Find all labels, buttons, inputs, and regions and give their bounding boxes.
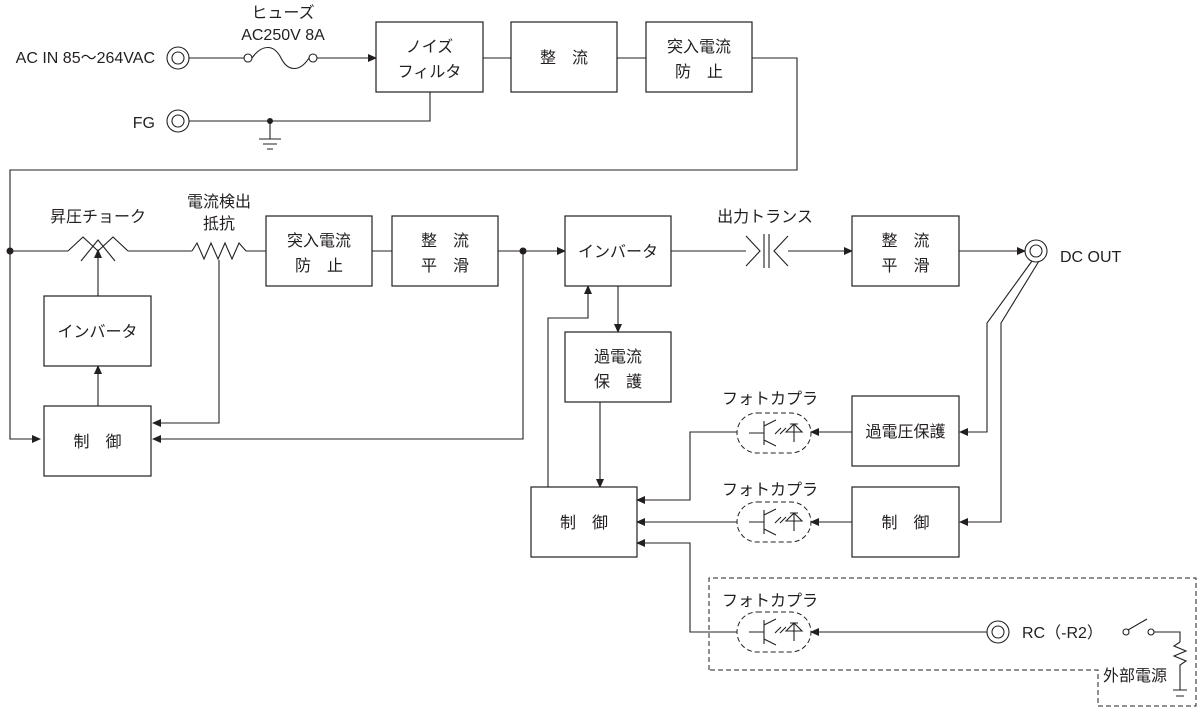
rectify-smooth-block-1 bbox=[391, 215, 499, 287]
rc-terminal bbox=[986, 620, 1010, 644]
fuse-label: ヒューズ bbox=[251, 4, 314, 22]
pfc-control-label: 制 御 bbox=[73, 433, 121, 451]
inrush-2-line2: 防 止 bbox=[295, 257, 343, 275]
overvoltage-label: 過電圧保護 bbox=[865, 423, 945, 441]
main-inverter-block bbox=[564, 215, 672, 287]
overcurrent-line1: 過電流 bbox=[594, 348, 642, 366]
rectify-smooth-2-line1: 整 流 bbox=[881, 232, 929, 250]
feedback-control-block bbox=[851, 486, 960, 558]
inrush-2-line1: 突入電流 bbox=[287, 232, 351, 250]
remote-region-outline bbox=[708, 577, 1197, 707]
photocoupler-2-symbol bbox=[736, 501, 812, 543]
inrush-block-2 bbox=[265, 215, 373, 287]
rectify-smooth-1-line1: 整 流 bbox=[421, 232, 469, 250]
photocoupler-1-label: フォトカプラ bbox=[722, 390, 818, 408]
ground-symbol bbox=[259, 121, 281, 150]
fg-terminal bbox=[166, 109, 190, 133]
fuse-rating-label: AC250V 8A bbox=[241, 27, 325, 44]
overcurrent-block bbox=[564, 331, 672, 403]
external-power-label: 外部電源 bbox=[1103, 667, 1167, 685]
sense-resistor-symbol bbox=[191, 241, 247, 261]
external-switch-symbol bbox=[1122, 618, 1188, 697]
rectify-smooth-1-line2: 平 滑 bbox=[421, 257, 469, 275]
rectify-smooth-block-2 bbox=[851, 215, 960, 287]
noise-filter-block bbox=[375, 21, 484, 93]
photocoupler-1-symbol bbox=[736, 412, 812, 454]
overvoltage-block bbox=[851, 395, 960, 467]
sense-resistor-line2: 抵抗 bbox=[203, 215, 235, 233]
photocoupler-2-label: フォトカプラ bbox=[722, 481, 818, 499]
main-control-block bbox=[530, 486, 638, 558]
fg-label: FG bbox=[133, 115, 155, 132]
dc-out-terminal bbox=[1024, 239, 1048, 263]
rectifier-block bbox=[510, 21, 618, 93]
output-transformer-symbol bbox=[745, 234, 789, 268]
photocoupler-3-symbol bbox=[736, 611, 812, 653]
noise-filter-line1: ノイズ bbox=[406, 38, 454, 56]
boost-choke-label: 昇圧チョーク bbox=[50, 208, 146, 226]
pfc-control-block bbox=[43, 405, 152, 477]
photocoupler-3-label: フォトカプラ bbox=[722, 592, 818, 610]
pfc-inverter-label: インバータ bbox=[57, 323, 137, 341]
dc-out-label: DC OUT bbox=[1060, 249, 1122, 266]
rectifier-label: 整 流 bbox=[540, 49, 588, 67]
pfc-inverter-block bbox=[43, 295, 152, 367]
inrush-block-1 bbox=[645, 21, 753, 93]
output-transformer-label: 出力トランス bbox=[717, 208, 813, 226]
main-inverter-label: インバータ bbox=[578, 243, 658, 261]
overcurrent-line2: 保 護 bbox=[594, 373, 642, 391]
inrush-1-line2: 防 止 bbox=[675, 63, 723, 81]
inrush-1-line1: 突入電流 bbox=[667, 38, 731, 56]
sense-resistor-line1: 電流検出 bbox=[187, 193, 251, 211]
noise-filter-line2: フィルタ bbox=[398, 63, 462, 81]
rectify-smooth-2-line2: 平 滑 bbox=[881, 257, 929, 275]
main-control-label: 制 御 bbox=[560, 514, 608, 532]
ac-in-label: AC IN 85～264VAC bbox=[16, 50, 155, 67]
ac-in-terminal bbox=[166, 46, 190, 70]
fuse-symbol bbox=[243, 46, 318, 70]
rc-label: RC（-R2） bbox=[1022, 624, 1103, 642]
feedback-control-label: 制 御 bbox=[881, 514, 929, 532]
